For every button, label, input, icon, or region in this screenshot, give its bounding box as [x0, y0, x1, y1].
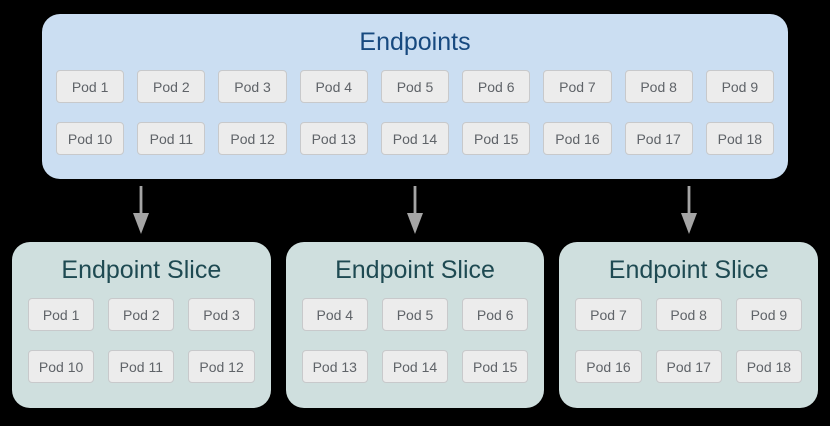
pod-chip: Pod 1 — [28, 298, 95, 331]
down-arrow-icon — [680, 186, 697, 234]
pod-chip: Pod 17 — [655, 350, 722, 383]
endpoints-box: Endpoints Pod 1 Pod 2 Pod 3 Pod 4 Pod 5 Pod 6… — [42, 14, 788, 179]
pod-chip: Pod 1 — [56, 70, 125, 103]
pod-chip: Pod 6 — [462, 298, 529, 331]
pod-chip: Pod 18 — [735, 350, 802, 383]
down-arrow-icon — [133, 186, 150, 234]
pod-chip: Pod 7 — [575, 298, 642, 331]
endpoints-title: Endpoints — [359, 28, 471, 56]
pod-chip: Pod 8 — [624, 70, 693, 103]
pod-chip: Pod 10 — [28, 350, 95, 383]
pod-chip: Pod 8 — [655, 298, 722, 331]
pod-chip: Pod 18 — [705, 122, 774, 155]
down-arrow-icon — [407, 186, 423, 234]
pod-chip: Pod 3 — [188, 298, 255, 331]
endpoints-pod-row-2: Pod 10 Pod 11 Pod 12 Pod 13 Pod 14 Pod 15 Pod … — [56, 122, 774, 155]
slice-pod-row-1: Pod 1 Pod 2 Pod 3 — [28, 298, 255, 331]
pod-chip: Pod 4 — [301, 298, 368, 331]
pod-chip: Pod 13 — [299, 122, 368, 155]
pod-chip: Pod 15 — [462, 350, 529, 383]
endpoint-slice-title: Endpoint Slice — [61, 256, 222, 284]
pod-chip: Pod 9 — [705, 70, 774, 103]
endpoint-slice-title: Endpoint Slice — [608, 256, 769, 284]
pod-chip: Pod 3 — [218, 70, 287, 103]
slice-pod-rows: Pod 7 Pod 8 Pod 9 Pod 16 Pod 17 Pod 18 — [559, 298, 818, 383]
slice-pod-row-2: Pod 10 Pod 11 Pod 12 — [28, 350, 255, 383]
pod-chip: Pod 2 — [108, 298, 175, 331]
pod-chip: Pod 9 — [735, 298, 802, 331]
arrows-row — [12, 186, 818, 234]
endpoints-pod-row-1: Pod 1 Pod 2 Pod 3 Pod 4 Pod 5 Pod 6 Pod 7 Pod 8… — [56, 70, 774, 103]
pod-chip: Pod 11 — [137, 122, 206, 155]
slice-pod-row-2: Pod 16 Pod 17 Pod 18 — [575, 350, 802, 383]
pod-chip: Pod 7 — [543, 70, 612, 103]
arrow-cell-1 — [12, 186, 271, 234]
pod-chip: Pod 14 — [380, 122, 450, 155]
pod-chip: Pod 13 — [301, 350, 368, 383]
pod-chip: Pod 16 — [543, 122, 612, 155]
arrow-cell-2 — [286, 186, 545, 234]
pod-chip: Pod 15 — [462, 122, 531, 155]
endpoint-slice-title: Endpoint Slice — [335, 256, 495, 284]
slice-pod-row-1: Pod 7 Pod 8 Pod 9 — [575, 298, 802, 331]
arrow-cell-3 — [559, 186, 818, 234]
pod-chip: Pod 2 — [137, 70, 206, 103]
slice-pod-row-1: Pod 4 Pod 5 Pod 6 — [301, 298, 529, 331]
pod-chip: Pod 10 — [56, 122, 125, 155]
pod-chip: Pod 17 — [624, 122, 693, 155]
pod-chip: Pod 4 — [299, 70, 368, 103]
pod-chip: Pod 5 — [380, 70, 450, 103]
slice-pod-row-2: Pod 13 Pod 14 Pod 15 — [301, 350, 529, 383]
slice-pod-rows: Pod 4 Pod 5 Pod 6 Pod 13 Pod 14 Pod 15 — [286, 298, 545, 383]
slice-pod-rows: Pod 1 Pod 2 Pod 3 Pod 10 Pod 11 Pod 12 — [12, 298, 271, 383]
pod-chip: Pod 16 — [575, 350, 642, 383]
pod-chip: Pod 14 — [381, 350, 449, 383]
pod-chip: Pod 12 — [188, 350, 255, 383]
pod-chip: Pod 6 — [462, 70, 531, 103]
pod-chip: Pod 12 — [218, 122, 287, 155]
pod-chip: Pod 5 — [381, 298, 449, 331]
pod-chip: Pod 11 — [108, 350, 175, 383]
endpoints-pod-rows: Pod 1 Pod 2 Pod 3 Pod 4 Pod 5 Pod 6 Pod 7 Pod 8… — [42, 70, 788, 155]
